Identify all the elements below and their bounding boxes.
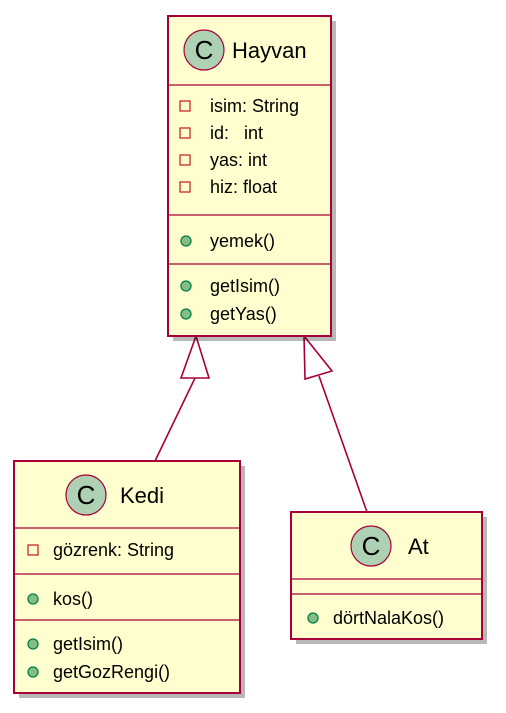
method-row: getGozRengi() [27,662,170,682]
class-hayvan[interactable]: C Hayvan isim: String id: int yas: int h… [167,15,336,341]
public-visibility-icon [27,666,39,678]
inheritance-arrowhead [303,333,334,381]
public-visibility-icon [307,612,319,624]
method-row: yemek() [180,231,275,251]
method-row: getIsim() [180,276,280,296]
inheritance-arrowhead [179,333,211,379]
method-row: kos() [27,589,93,609]
inheritance-edge-at-hayvan [303,333,368,513]
class-kedi[interactable]: C Kedi gözrenk: String kos() getIsim() g… [13,460,245,698]
method-text: kos() [53,589,93,609]
public-visibility-icon [27,638,39,650]
method-row: getIsim() [27,634,123,654]
class-name: Kedi [120,483,164,508]
attribute-text: id: int [210,123,263,143]
class-name: Hayvan [232,38,307,63]
method-row: getYas() [180,304,277,324]
private-visibility-icon [179,181,191,193]
class-at[interactable]: C At dörtNalaKos() [290,511,487,644]
method-text: getIsim() [53,634,123,654]
attribute-text: gözrenk: String [53,540,174,560]
inheritance-edge-kedi-hayvan [154,333,211,462]
method-text: dörtNalaKos() [333,608,444,628]
attribute-text: isim: String [210,96,299,116]
class-icon: C [350,525,392,567]
attribute-text: yas: int [210,150,267,170]
attribute-row: id: int [179,123,263,143]
method-row: dörtNalaKos() [307,608,444,628]
method-text: getYas() [210,304,277,324]
attribute-row: yas: int [179,150,267,170]
class-icon-letter: C [77,480,96,510]
method-text: getIsim() [210,276,280,296]
private-visibility-icon [179,100,191,112]
private-visibility-icon [27,544,39,556]
class-icon: C [65,474,107,516]
public-visibility-icon [180,280,192,292]
attribute-row: isim: String [179,96,299,116]
public-visibility-icon [27,593,39,605]
method-text: yemek() [210,231,275,251]
attribute-row: gözrenk: String [27,540,174,560]
attribute-row: hiz: float [179,177,277,197]
attribute-text: hiz: float [210,177,277,197]
private-visibility-icon [179,154,191,166]
method-text: getGozRengi() [53,662,170,682]
private-visibility-icon [179,127,191,139]
class-icon-letter: C [362,531,381,561]
public-visibility-icon [180,235,192,247]
public-visibility-icon [180,308,192,320]
class-name: At [408,534,429,559]
class-icon: C [183,29,225,71]
class-icon-letter: C [195,35,214,65]
